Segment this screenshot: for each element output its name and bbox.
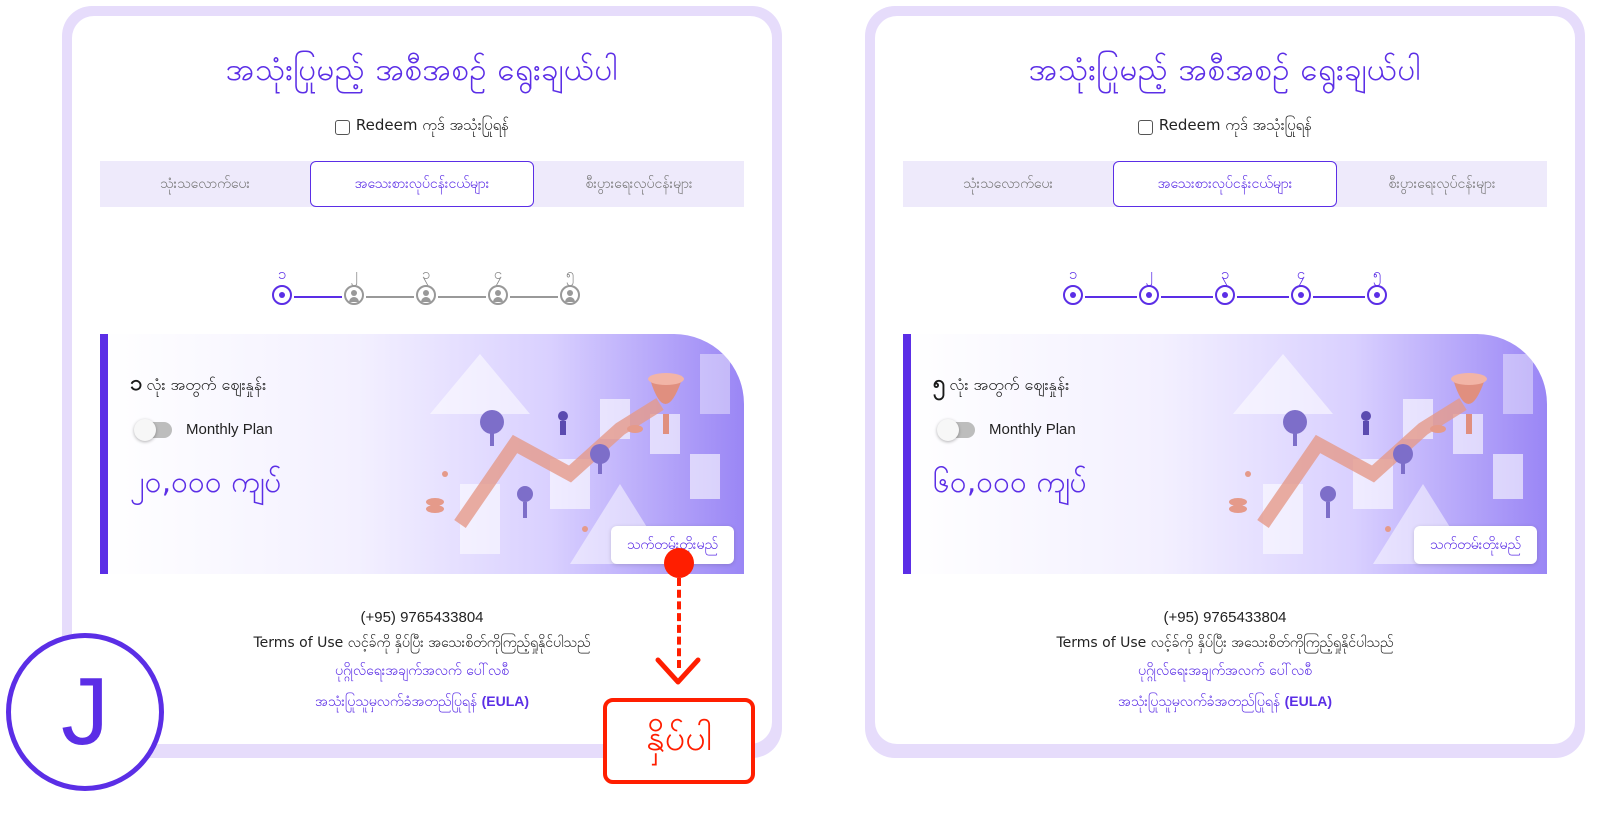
eula-link[interactable]: အသုံးပြုသူမှလက်ခံအတည်ပြုရန် (EULA) (72, 686, 772, 716)
step-connector (1237, 296, 1289, 298)
eula-link-text: အသုံးပြုသူမှလက်ခံအတည်ပြုရန် (314, 694, 478, 710)
step-2[interactable]: ၂ (1137, 263, 1161, 305)
plan-label-text: လုံး အတွက် ဈေးနှုန်း (949, 375, 1070, 394)
step-connector (366, 296, 414, 298)
plan-quantity-label: ၁လုံး အတွက် ဈေးနှုန်း (130, 368, 266, 401)
redeem-row[interactable]: Redeem ကုဒ် အသုံးပြုရန် (875, 116, 1575, 138)
plan-card: ၁လုံး အတွက် ဈေးနှုန်း Monthly Plan ၂၀,၀၀… (100, 334, 744, 574)
step-5[interactable]: ၅ (1365, 263, 1389, 305)
tutorial-step-badge: J (6, 633, 164, 791)
tab-enterprise[interactable]: စီးပွားရေးလုပ်ငန်းများ (585, 175, 693, 192)
growth-illustration-icon (426, 354, 730, 564)
redeem-label: Redeem ကုဒ် အသုံးပြုရန် (355, 116, 510, 134)
step-connector (1161, 296, 1213, 298)
monthly-plan-row: Monthly Plan (134, 418, 273, 441)
contact-phone: (+95) 9765433804 (360, 609, 484, 626)
step-connector (438, 296, 486, 298)
monthly-plan-toggle[interactable] (134, 418, 172, 441)
eula-tag: (EULA) (481, 693, 530, 709)
plan-tabs: သုံးသလောက်ပေး အသေးစားလုပ်ငန်းငယ်များ စီး… (100, 161, 744, 207)
plan-count: ၅ (933, 371, 946, 396)
plan-card: ၅လုံး အတွက် ဈေးနှုန်း Monthly Plan ၆၀,၀၀… (903, 334, 1547, 574)
plan-quantity-label: ၅လုံး အတွက် ဈေးနှုန်း (933, 368, 1069, 401)
dialog-footer: (+95) 9765433804 Terms of Use လင့်ခ်ကို … (875, 606, 1575, 716)
step-connector (510, 296, 558, 298)
step-number: ၂ (1145, 265, 1153, 283)
privacy-policy-link[interactable]: ပုဂ္ဂိုလ်ရေးအချက်အလက် ပေါ်လစီ (1138, 663, 1312, 679)
user-icon (344, 285, 364, 305)
step-number: ၅ (1372, 265, 1382, 283)
plan-dialog: အသုံးပြုမည့် အစီအစဉ် ရွေးချယ်ပါ Redeem က… (875, 16, 1575, 744)
step-3[interactable]: ၃ (1213, 263, 1237, 305)
step-connector (294, 296, 342, 298)
step-number: ၁ (277, 265, 287, 283)
dialog-title: အသုံးပြုမည့် အစီအစဉ် ရွေးချယ်ပါ (225, 52, 619, 88)
redeem-row[interactable]: Redeem ကုဒ် အသုံးပြုရန် (72, 116, 772, 138)
dialog-title: အသုံးပြုမည့် အစီအစဉ် ရွေးချယ်ပါ (1028, 52, 1422, 88)
radio-selected-icon (272, 285, 292, 305)
user-icon (488, 285, 508, 305)
user-icon (416, 285, 436, 305)
step-connector (1313, 296, 1365, 298)
plan-tabs: သုံးသလောက်ပေး အသေးစားလုပ်ငန်းငယ်များ စီး… (903, 161, 1547, 207)
plan-label-text: လုံး အတွက် ဈေးနှုန်း (146, 375, 267, 394)
monthly-plan-label: Monthly Plan (186, 421, 273, 438)
renew-button[interactable]: သက်တမ်းတိုးမည် (610, 526, 734, 564)
monthly-plan-toggle[interactable] (937, 418, 975, 441)
step-1[interactable]: ၁ (1061, 263, 1085, 305)
tab-small-business[interactable]: အသေးစားလုပ်ငန်းငယ်များ (1113, 161, 1337, 207)
step-3[interactable]: ၃ (414, 263, 438, 305)
contact-phone: (+95) 9765433804 (1163, 609, 1287, 626)
radio-selected-icon (1215, 285, 1235, 305)
plan-panel-after: အသုံးပြုမည့် အစီအစဉ် ရွေးချယ်ပါ Redeem က… (865, 6, 1585, 758)
radio-selected-icon (1291, 285, 1311, 305)
step-2[interactable]: ၂ (342, 263, 366, 305)
step-number: ၅ (565, 265, 575, 283)
eula-link-text: အသုံးပြုသူမှလက်ခံအတည်ပြုရန် (1117, 694, 1281, 710)
terms-text: Terms of Use လင့်ခ်ကို နှိပ်ပြီး အသေးစိတ… (253, 635, 591, 651)
step-4[interactable]: ၄ (1289, 263, 1313, 305)
arrow-down-icon (655, 657, 701, 685)
plan-price: ၆၀,၀၀၀ ကျပ် (933, 465, 1087, 500)
eula-link[interactable]: အသုံးပြုသူမှလက်ခံအတည်ပြုရန် (EULA) (875, 686, 1575, 716)
dialog-footer: (+95) 9765433804 Terms of Use လင့်ခ်ကို … (72, 606, 772, 716)
step-number: ၂ (350, 265, 358, 283)
step-number: ၃ (421, 265, 431, 283)
step-4[interactable]: ၄ (486, 263, 510, 305)
tap-indicator-line (677, 578, 681, 668)
monthly-plan-label: Monthly Plan (989, 421, 1076, 438)
step-connector (1085, 296, 1137, 298)
monthly-plan-row: Monthly Plan (937, 418, 1076, 441)
redeem-checkbox[interactable] (334, 119, 350, 135)
tab-pay-as-you-go[interactable]: သုံးသလောက်ပေး (963, 175, 1053, 192)
terms-text: Terms of Use လင့်ခ်ကို နှိပ်ပြီး အသေးစိတ… (1056, 635, 1394, 651)
radio-selected-icon (1367, 285, 1387, 305)
tap-here-label: နှိပ်ပါ (603, 698, 755, 784)
privacy-policy-link[interactable]: ပုဂ္ဂိုလ်ရေးအချက်အလက် ပေါ်လစီ (335, 663, 509, 679)
step-number: ၄ (493, 265, 503, 283)
quantity-stepper: ၁ ၂ ၃ ၄ ၅ (875, 263, 1575, 313)
tab-small-business[interactable]: အသေးစားလုပ်ငန်းငယ်များ (310, 161, 534, 207)
tab-enterprise[interactable]: စီးပွားရေးလုပ်ငန်းများ (1388, 175, 1496, 192)
plan-panel-before: အသုံးပြုမည့် အစီအစဉ် ရွေးချယ်ပါ Redeem က… (62, 6, 782, 758)
step-number: ၃ (1220, 265, 1230, 283)
quantity-stepper: ၁ ၂ ၃ ၄ ၅ (72, 263, 772, 313)
plan-price: ၂၀,၀၀၀ ကျပ် (130, 465, 282, 500)
tab-pay-as-you-go[interactable]: သုံးသလောက်ပေး (160, 175, 250, 192)
plan-count: ၁ (130, 371, 143, 396)
step-number: ၄ (1296, 265, 1306, 283)
radio-selected-icon (1063, 285, 1083, 305)
radio-selected-icon (1139, 285, 1159, 305)
user-icon (560, 285, 580, 305)
plan-dialog: အသုံးပြုမည့် အစီအစဉ် ရွေးချယ်ပါ Redeem က… (72, 16, 772, 744)
redeem-label: Redeem ကုဒ် အသုံးပြုရန် (1158, 116, 1313, 134)
redeem-checkbox[interactable] (1137, 119, 1153, 135)
eula-tag: (EULA) (1284, 693, 1333, 709)
step-1[interactable]: ၁ (270, 263, 294, 305)
renew-button[interactable]: သက်တမ်းတိုးမည် (1413, 526, 1537, 564)
tap-indicator-dot (664, 548, 694, 578)
step-5[interactable]: ၅ (558, 263, 582, 305)
step-number: ၁ (1068, 265, 1078, 283)
